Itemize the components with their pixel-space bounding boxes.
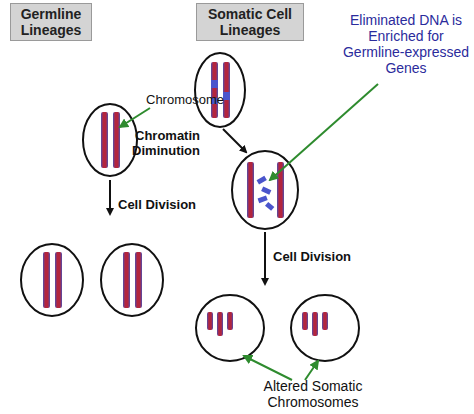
diagram-label: Chromatin Diminution — [118, 128, 200, 158]
diagram-label: Eliminated DNA is Enriched for Germline-… — [342, 12, 470, 76]
flow-arrows — [110, 129, 265, 284]
diagram-label: Chromosome — [146, 92, 236, 107]
diagram-label: Cell Division — [118, 197, 218, 212]
cell-outlines — [21, 53, 359, 361]
header-text: Germline Lineages — [11, 6, 91, 38]
diagram-label: Altered Somatic Chromosomes — [248, 378, 378, 410]
header-text: Somatic Cell Lineages — [197, 6, 303, 38]
lineage-header: Germline Lineages — [10, 3, 92, 41]
diagram-label: Cell Division — [273, 249, 373, 264]
lineage-header: Somatic Cell Lineages — [196, 3, 304, 41]
chromosomes — [43, 62, 328, 336]
